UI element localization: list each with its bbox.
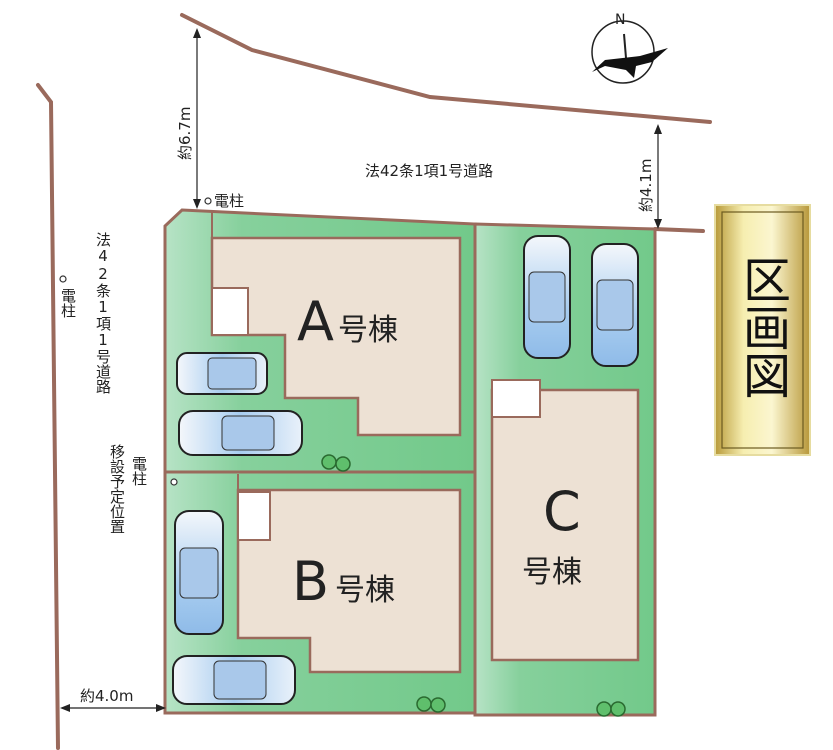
car-icon [174, 510, 224, 635]
tree-icon [416, 696, 446, 713]
car-icon [178, 410, 303, 456]
dimension-arrow [654, 124, 662, 229]
lot-a-suffix: 号棟 [338, 313, 398, 348]
pole-label-left: 電柱 [59, 288, 77, 318]
lot-b-letter: B [292, 550, 329, 613]
dimension-arrow [193, 28, 201, 209]
left-road-label: 法42条1項1号道路 [94, 232, 112, 394]
tree-icon [321, 454, 351, 472]
dimension-label-6-7m: 約6.7m [176, 107, 194, 160]
top-road-north-edge [180, 13, 712, 124]
porch-c [491, 379, 541, 418]
lot-c-suffix: 号棟 [522, 555, 582, 590]
car-icon [523, 235, 571, 359]
title-plate: 区画図 [714, 204, 811, 456]
lot-c-letter: C [543, 480, 581, 543]
dimension-label-4-1m: 約4.1m [637, 159, 655, 212]
top-road-south-edge [653, 227, 705, 233]
car-icon [176, 352, 268, 395]
porch-a [211, 287, 249, 336]
pole-label-top: 電柱 [214, 192, 244, 210]
pole-label-relocation: 電柱 [130, 456, 148, 486]
car-icon [591, 243, 639, 367]
dimension-arrow [60, 704, 166, 712]
north-compass-icon: N [591, 12, 668, 84]
building-c[interactable] [490, 388, 640, 662]
tree-icon [596, 701, 626, 717]
pole-relocation-note: 移設予定位置 [108, 444, 126, 534]
utility-pole-icon [170, 478, 178, 486]
porch-b [237, 491, 271, 541]
lot-a-letter: A [297, 290, 334, 353]
top-road-label: 法42条1項1号道路 [365, 162, 493, 180]
dimension-label-4-0m: 約4.0m [80, 687, 133, 705]
building-b[interactable] [236, 488, 462, 674]
title-label: 区画図 [734, 255, 790, 399]
left-road-west-edge [36, 83, 60, 750]
north-label: N [615, 12, 625, 28]
lot-b-suffix: 号棟 [335, 573, 395, 608]
car-icon [172, 655, 296, 705]
utility-pole-icon [59, 275, 67, 283]
utility-pole-icon [204, 197, 212, 205]
